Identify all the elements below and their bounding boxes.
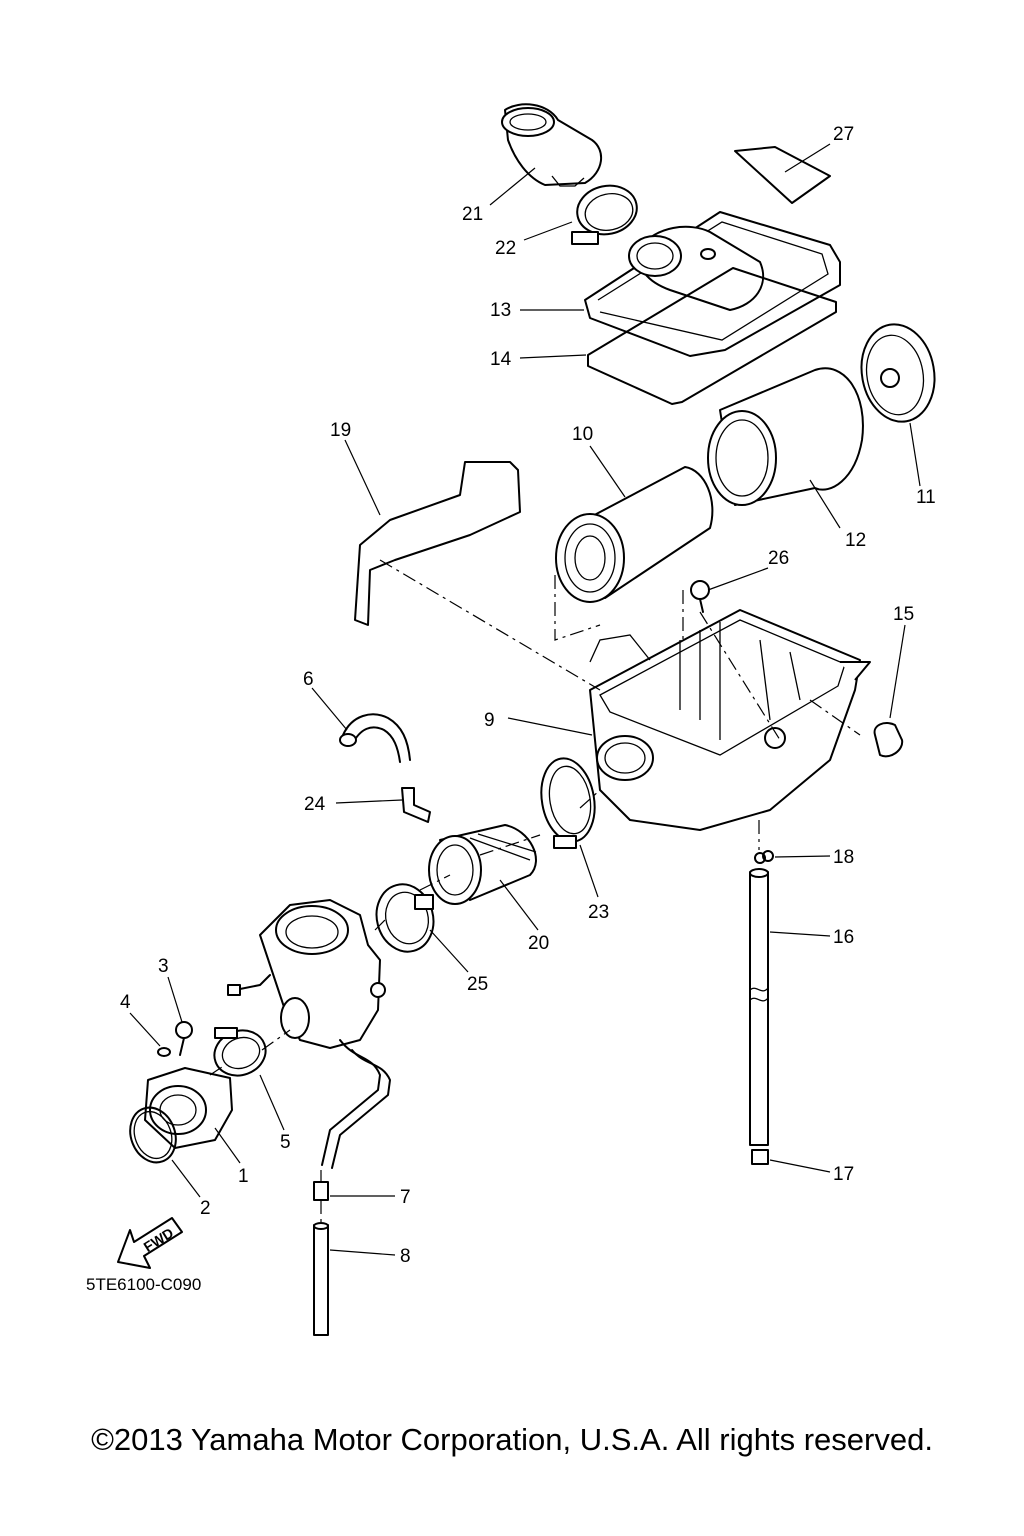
part-3-screw[interactable] (175, 1021, 193, 1056)
callout-18[interactable]: 18 (833, 847, 854, 868)
callout-14[interactable]: 14 (490, 349, 512, 370)
callout-7[interactable]: 7 (400, 1187, 411, 1208)
callout-8[interactable]: 8 (400, 1246, 411, 1267)
callout-21[interactable]: 21 (462, 204, 483, 225)
callout-6[interactable]: 6 (303, 669, 314, 690)
part-22-clamp[interactable] (571, 180, 641, 245)
diagram-code: 5TE6100-C090 (86, 1275, 201, 1294)
callout-19[interactable]: 19 (330, 420, 351, 441)
callout-12[interactable]: 12 (845, 530, 866, 551)
part-20-joint[interactable] (428, 824, 537, 905)
part-8-hose[interactable] (313, 1222, 329, 1336)
part-6-hose[interactable] (339, 713, 411, 763)
callout-16[interactable]: 16 (833, 927, 854, 948)
part-21-intake-duct[interactable] (501, 103, 602, 187)
part-26-screw[interactable] (690, 580, 710, 613)
callout-23[interactable]: 23 (588, 902, 609, 923)
part-1-manifold[interactable] (144, 1067, 233, 1149)
callout-1[interactable]: 1 (238, 1166, 249, 1187)
part-17-plug[interactable] (751, 1149, 769, 1165)
callout-3[interactable]: 3 (158, 956, 169, 977)
callout-10[interactable]: 10 (572, 424, 593, 445)
fwd-arrow-icon: FWD (117, 1217, 183, 1269)
part-14-gasket[interactable] (587, 267, 837, 405)
callout-25[interactable]: 25 (467, 974, 488, 995)
callout-15[interactable]: 15 (893, 604, 914, 625)
callout-24[interactable]: 24 (304, 794, 326, 815)
callout-13[interactable]: 13 (490, 300, 511, 321)
callout-27[interactable]: 27 (833, 124, 854, 145)
part-10-inner-filter[interactable] (555, 466, 714, 603)
part-23-clamp[interactable] (535, 754, 601, 849)
carburetor (227, 899, 391, 1169)
assembly-lines (209, 559, 861, 1225)
part-7-fitting[interactable] (313, 1181, 329, 1201)
copyright-notice: ©2013 Yamaha Motor Corporation, U.S.A. A… (91, 1422, 933, 1457)
part-15-clip[interactable] (873, 722, 904, 758)
part-4-washer[interactable] (157, 1047, 171, 1057)
callout-2[interactable]: 2 (200, 1198, 211, 1219)
part-25-clamp[interactable] (369, 878, 441, 958)
part-11-end-cap[interactable] (854, 318, 942, 427)
callout-numbers: 27 21 22 13 14 19 10 11 12 26 15 6 9 24 … (120, 124, 936, 1267)
part-13-cover[interactable] (584, 211, 841, 357)
callout-11[interactable]: 11 (916, 487, 936, 508)
leader-lines (129, 143, 921, 1256)
part-18-clip[interactable] (754, 850, 774, 864)
callout-26[interactable]: 26 (768, 548, 789, 569)
part-9-air-box[interactable] (589, 609, 871, 831)
callout-17[interactable]: 17 (833, 1164, 854, 1185)
part-5-clamp[interactable] (208, 1023, 272, 1082)
part-16-drain-hose[interactable] (749, 868, 769, 1146)
callout-4[interactable]: 4 (120, 992, 131, 1013)
part-24-fitting[interactable] (401, 787, 431, 823)
callout-20[interactable]: 20 (528, 933, 549, 954)
callout-9[interactable]: 9 (484, 710, 495, 731)
callout-22[interactable]: 22 (495, 238, 516, 259)
part-2-o-ring[interactable] (123, 1101, 183, 1169)
part-12-outer-filter[interactable] (707, 367, 864, 506)
part-27-label[interactable] (734, 146, 831, 204)
callout-5[interactable]: 5 (280, 1132, 291, 1153)
part-19-heat-shield[interactable] (354, 461, 521, 626)
